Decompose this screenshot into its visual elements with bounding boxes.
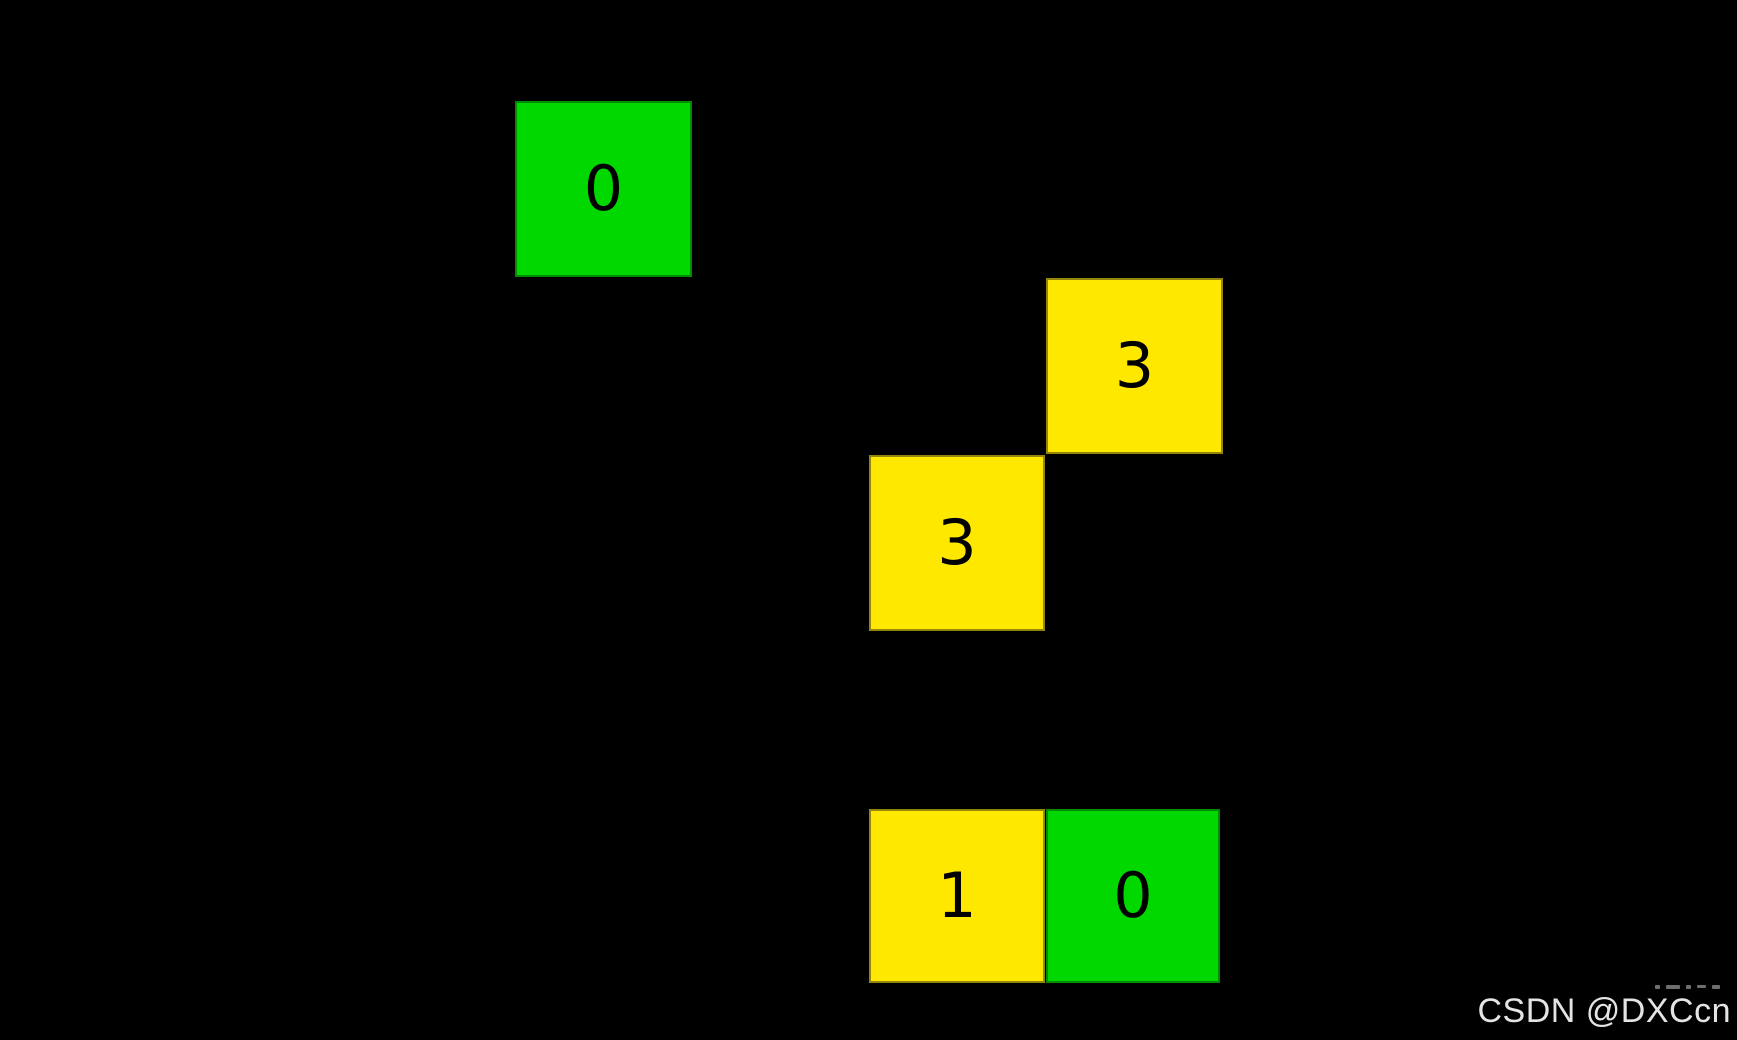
cell-value: 0 (1113, 859, 1153, 932)
board-cell-green-r4c3: 0 (1046, 809, 1220, 983)
board-cell-yellow-r1c3: 3 (1046, 278, 1223, 454)
csdn-watermark: CSDN @DXCcn (1477, 992, 1731, 1030)
board-cell-green-r0c0: 0 (515, 101, 692, 277)
board-cell-yellow-r4c2: 1 (869, 809, 1045, 983)
board-cell-yellow-r2c2: 3 (869, 455, 1045, 631)
cell-value: 0 (583, 152, 624, 225)
cell-value: 3 (1114, 329, 1155, 402)
cell-value: 1 (937, 859, 977, 932)
watermark-artifact-dashes (1655, 984, 1735, 989)
cell-value: 3 (937, 506, 977, 579)
